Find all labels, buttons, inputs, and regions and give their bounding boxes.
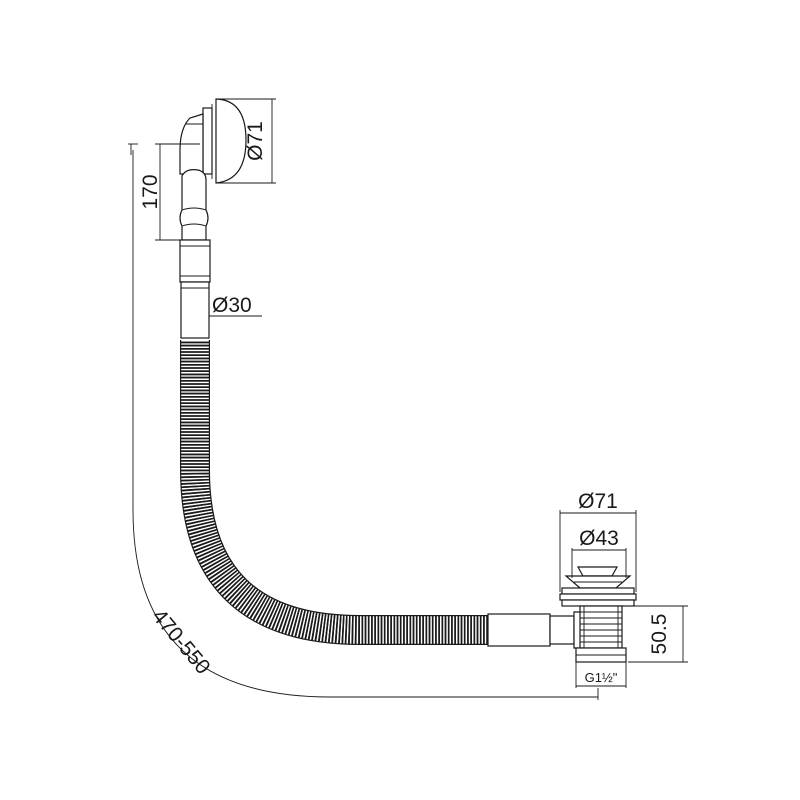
waste-inner-diameter-label: Ø43 [579,527,619,550]
dim-hose-diameter: Ø30 [209,294,262,317]
waste-plug [559,566,637,663]
dim-waste-height: 50.5 [628,605,688,663]
hose-diameter-label: Ø30 [212,294,252,317]
dim-waste-inner-diameter: Ø43 [571,527,627,578]
dim-waste-outer-diameter: Ø71 [559,490,637,592]
waste-height-label: 50.5 [648,614,671,655]
overflow-height-label: 170 [139,174,162,209]
waste-outer-diameter-label: Ø71 [578,490,618,513]
total-length-label: 470-550 [147,605,214,679]
thread-label: G1½" [585,670,618,685]
corrugated-hose [180,340,488,645]
dim-overflow-height: 170 [139,143,200,241]
dim-thread: G1½" [575,662,627,688]
overflow-tube [179,169,211,339]
overflow-diameter-label: Ø71 [244,121,267,161]
dim-overflow-diameter: Ø71 [216,98,276,184]
waste-connector [487,611,585,649]
